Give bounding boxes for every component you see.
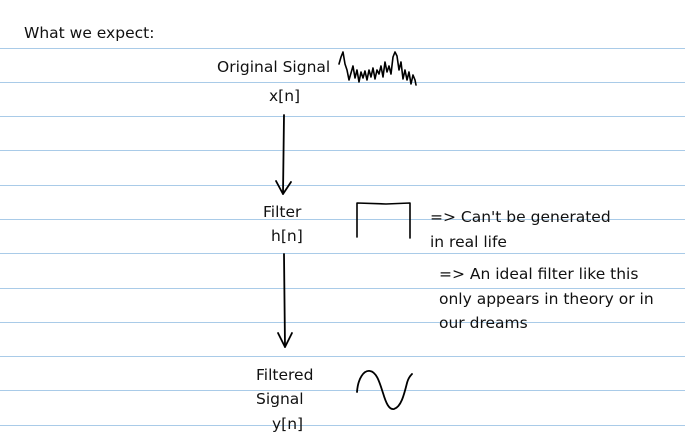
filtered-signal-label-line2: Signal bbox=[256, 390, 304, 408]
ideal-filter-sketch bbox=[356, 202, 411, 239]
ruled-line bbox=[0, 150, 685, 151]
note-ideal-filter-line3: our dreams bbox=[439, 314, 528, 332]
note-cannot-generate-line1: => Can't be generated bbox=[430, 208, 611, 226]
arrow-to-output-shaft bbox=[283, 253, 286, 348]
ruled-line bbox=[0, 288, 685, 289]
ruled-line bbox=[0, 48, 685, 49]
sine-wave-sketch bbox=[356, 370, 413, 410]
ruled-line bbox=[0, 322, 685, 323]
note-cannot-generate-line2: in real life bbox=[430, 233, 507, 251]
filtered-signal-symbol: y[n] bbox=[272, 415, 304, 433]
note-ideal-filter-line2: only appears in theory or in bbox=[439, 290, 654, 308]
ruled-line bbox=[0, 390, 685, 391]
ruled-line bbox=[0, 82, 685, 83]
ruled-line bbox=[0, 253, 685, 254]
filter-symbol: h[n] bbox=[271, 227, 303, 245]
note-ideal-filter-line1: => An ideal filter like this bbox=[439, 265, 639, 283]
filtered-signal-label-line1: Filtered bbox=[256, 366, 314, 384]
ruled-line bbox=[0, 425, 685, 426]
ruled-line bbox=[0, 185, 685, 186]
arrow-to-filter-head bbox=[275, 180, 292, 195]
original-signal-symbol: x[n] bbox=[269, 87, 301, 105]
filter-label: Filter bbox=[263, 203, 302, 221]
page-heading: What we expect: bbox=[24, 24, 155, 42]
noisy-signal-sketch bbox=[338, 51, 417, 86]
ruled-line bbox=[0, 356, 685, 357]
ruled-line bbox=[0, 116, 685, 117]
ruled-line bbox=[0, 219, 685, 220]
original-signal-label: Original Signal bbox=[217, 58, 331, 76]
arrow-to-filter-shaft bbox=[282, 114, 285, 195]
arrow-to-output-head bbox=[277, 332, 293, 348]
